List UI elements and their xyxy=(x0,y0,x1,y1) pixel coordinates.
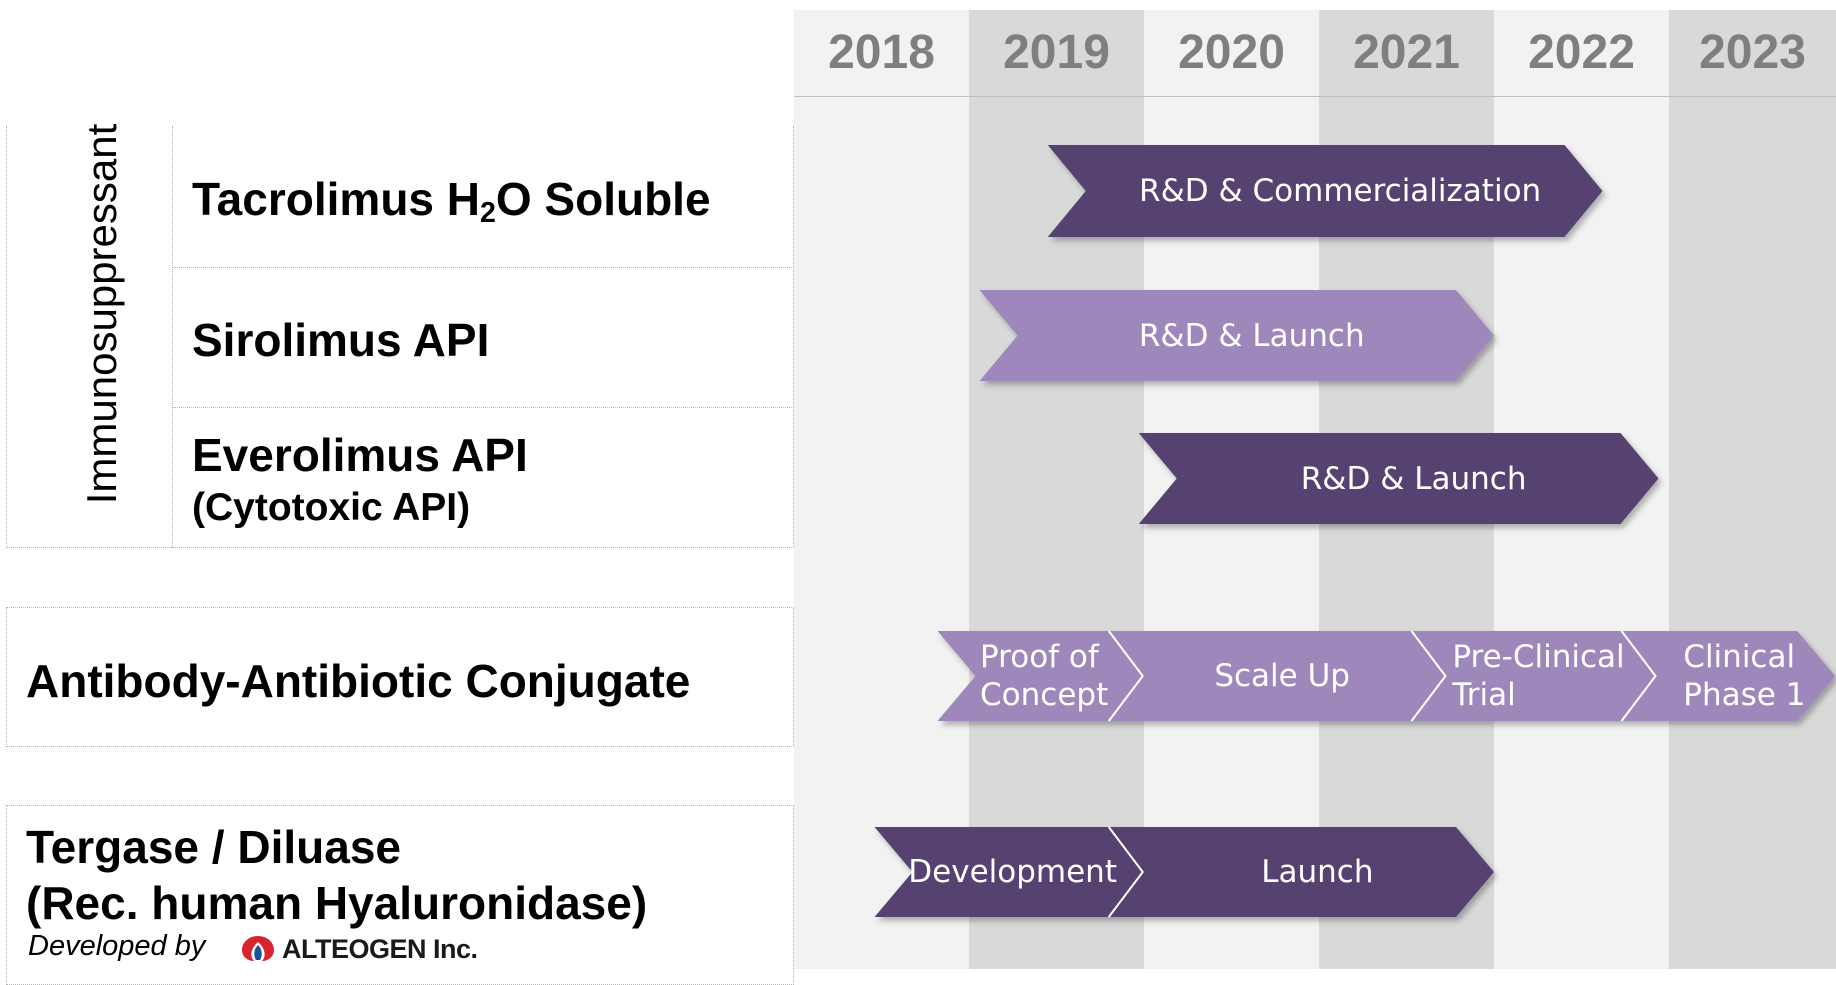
year-header-divider xyxy=(794,96,1836,97)
row-label-everolimus: Everolimus API xyxy=(192,429,528,481)
year-label: 2018 xyxy=(828,26,935,79)
timeline-bar-sirolimus xyxy=(979,290,1494,381)
timeline-bar-label: Development xyxy=(908,854,1117,890)
year-column-2018 xyxy=(794,10,969,969)
segment-divider-chevron xyxy=(1107,826,1145,918)
timeline-bar-label: Scale Up xyxy=(1214,658,1350,694)
timeline-bar-everolimus xyxy=(1138,433,1659,524)
segment-divider-chevron xyxy=(1107,630,1145,722)
timeline-bar-label-line: Concept xyxy=(980,677,1109,713)
segment-divider-chevron xyxy=(1620,630,1657,722)
timeline-bar-label: R&D & Launch xyxy=(1138,317,1365,354)
row-divider xyxy=(172,407,794,408)
row-label-tacrolimus: Tacrolimus H2O Soluble xyxy=(192,172,711,230)
tergase-box xyxy=(6,805,794,985)
tacrolimus-label-suffix: O Soluble xyxy=(495,173,711,225)
row-label-antibody: Antibody-Antibiotic Conjugate xyxy=(26,655,691,707)
row-sublabel-tergase: (Rec. human Hyaluronidase) xyxy=(26,877,648,929)
segment-divider-chevron xyxy=(1410,630,1447,722)
tacrolimus-label-prefix: Tacrolimus H xyxy=(192,173,480,225)
timeline-bar-label-line: Trial xyxy=(1452,677,1516,713)
alteogen-logo-icon xyxy=(242,936,274,961)
group-divider xyxy=(172,126,173,548)
antibody-box xyxy=(6,607,794,747)
row-divider xyxy=(172,267,794,268)
row-label-tergase: Tergase / Diluase xyxy=(26,821,401,873)
alteogen-brand-text: ALTEOGEN Inc. xyxy=(282,934,478,964)
developed-by-text: Developed by xyxy=(28,930,206,962)
tacrolimus-label-subscript: 2 xyxy=(480,197,496,230)
timeline-bar-antibody xyxy=(937,631,1836,721)
immunosuppressant-group-box xyxy=(6,126,794,548)
year-label: 2022 xyxy=(1528,26,1635,79)
year-label: 2023 xyxy=(1699,26,1806,79)
timeline-bar-tergase xyxy=(874,827,1494,917)
timeline-bar-label: R&D & Launch xyxy=(1300,460,1527,497)
timeline-bar-label: R&D & Commercialization xyxy=(1139,173,1542,209)
timeline-bar-tacrolimus xyxy=(1047,145,1603,237)
year-label: 2020 xyxy=(1178,26,1285,79)
timeline-bar-label-line: Phase 1 xyxy=(1683,677,1806,713)
timeline-bar-label: Launch xyxy=(1261,854,1374,890)
row-sublabel-everolimus: (Cytotoxic API) xyxy=(192,486,471,529)
year-column-2023 xyxy=(1669,10,1836,969)
row-label-sirolimus: Sirolimus API xyxy=(192,314,490,366)
timeline-bar-label-line: Clinical xyxy=(1683,639,1796,675)
timeline-bar-label-line: Proof of xyxy=(980,639,1099,675)
year-label: 2021 xyxy=(1353,26,1460,79)
timeline-bar-label-line: Pre-Clinical xyxy=(1452,639,1625,675)
year-label: 2019 xyxy=(1003,26,1110,79)
